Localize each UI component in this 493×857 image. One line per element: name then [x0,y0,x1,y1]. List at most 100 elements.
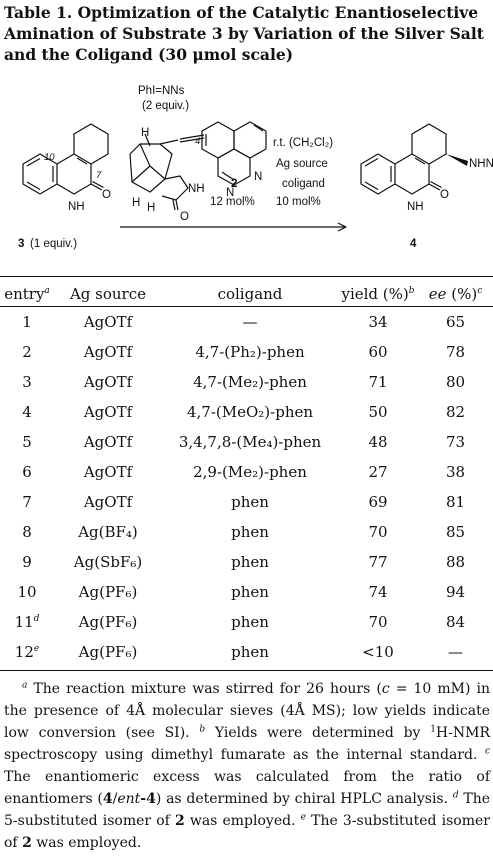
cell-yield: 71 [368,373,388,391]
cell-entry: 4 [22,403,32,421]
substrate-o-label: O [102,189,111,201]
cell-coligand: 4,7-(Me₂)-phen [193,373,307,391]
cell-yield: 34 [368,313,388,331]
footnote-b-mark: b [199,724,206,735]
cell-yield: 60 [368,343,388,361]
cell-ag-source: Ag(PF₆) [78,643,138,661]
cell-entry: 3 [22,373,32,391]
phen-n-label-1: N [254,171,262,183]
cell-ag-source: AgOTf [83,493,133,511]
cell-ag-source: AgOTf [83,313,133,331]
cell-ee: 88 [445,553,466,571]
footnote-c-mark: c [484,746,490,757]
cell-ee: 85 [445,523,466,541]
table-row: 8 Ag(BF₄) phen 70 85 [0,517,493,547]
cell-entry: 7 [22,493,32,511]
table-top-rule [0,276,493,277]
cell-entry: 1 [22,313,32,331]
cell-entry: 10 [17,583,37,601]
header-yield: yield (%)b [341,284,415,303]
cell-coligand: phen [231,583,269,601]
condition-solvent: r.t. (CH₂Cl₂) [273,137,333,149]
product-nhns-label: NHNs [469,158,493,170]
cell-ee: 73 [445,433,466,451]
table-header-row: entrya Ag source coligand yield (%)b ee … [0,280,493,307]
cell-coligand: 2,9-(Me₂)-phen [193,463,307,481]
table-bottom-rule [0,670,493,671]
cell-ee: 65 [445,313,466,331]
substrate-nh-label: NH [68,201,85,213]
catalyst-h-bottom-1: H [132,197,140,209]
cell-ag-source: AgOTf [83,463,133,481]
position-7-label: 7 [96,170,102,181]
cell-yield: 48 [368,433,388,451]
cell-yield: 70 [368,613,388,631]
cell-ag-source: Ag(BF₄) [78,523,138,541]
cell-coligand: phen [231,643,269,661]
cell-ag-source: Ag(PF₆) [78,583,138,601]
cell-coligand: 4,7-(MeO₂)-phen [186,403,314,421]
product-nh-label: NH [407,201,424,213]
footnote-d-mark: d [452,790,459,801]
header-ee: ee (%)c [428,284,483,303]
position-10-label: 10 [44,152,55,163]
header-entry: entrya [4,284,50,303]
substrate-equiv: (1 equiv.) [30,238,77,250]
coligand-loading: 10 mol% [276,196,321,208]
cell-ag-source: AgOTf [83,373,133,391]
cell-yield: <10 [362,643,394,661]
catalyst-h-bottom-2: H [147,202,155,214]
header-coligand: coligand [217,284,283,303]
table-row: 12e Ag(PF₆) phen <10 — [0,637,493,667]
condition-ag-source: Ag source [276,158,328,170]
cell-yield: 70 [368,523,388,541]
product-o-label: O [440,189,449,201]
cell-ee: 81 [445,493,466,511]
cell-coligand: phen [231,493,269,511]
cell-ag-source: Ag(SbF₆) [73,553,143,571]
table-row: 2 AgOTf 4,7-(Ph₂)-phen 60 78 [0,337,493,367]
cell-coligand: — [242,313,258,331]
cell-ee: — [448,643,463,661]
results-table: entrya Ag source coligand yield (%)b ee … [0,280,493,667]
product-number: 4 [410,238,417,250]
cell-entry: 8 [22,523,32,541]
cell-ee: 38 [445,463,466,481]
cell-ee: 84 [445,613,466,631]
cell-coligand: phen [231,553,269,571]
catalyst-h-top: H [141,127,149,139]
cell-yield: 50 [368,403,388,421]
cell-ag-source: AgOTf [83,403,133,421]
reagent-phi-nns: PhI=NNs [138,85,185,97]
cell-coligand: 4,7-(Ph₂)-phen [195,343,305,361]
cell-ag-source: AgOTf [83,343,133,361]
cell-coligand: 3,4,7,8-(Me₄)-phen [178,433,322,451]
cell-coligand: phen [231,523,269,541]
cell-entry: 11d [14,613,40,631]
phen-ring-a [201,121,235,159]
table-header-rule [0,306,493,307]
cell-entry: 5 [22,433,32,451]
cell-ee: 78 [445,343,466,361]
cell-entry: 2 [22,343,32,361]
substrate-number: 3 [18,238,24,250]
footnotes: a The reaction mixture was stirred for 2… [4,680,491,851]
cell-entry: 6 [22,463,32,481]
reaction-scheme: PhI=NNs (2 equiv.) 10 7 NH O 3 (1 equiv.… [18,85,493,250]
phen-ring-c [217,148,251,186]
catalyst-number: 2 [231,178,237,190]
footnote-a-mark: a [22,680,28,691]
cell-yield: 74 [368,583,388,601]
cell-yield: 77 [368,553,388,571]
cell-entry: 12e [14,643,40,661]
